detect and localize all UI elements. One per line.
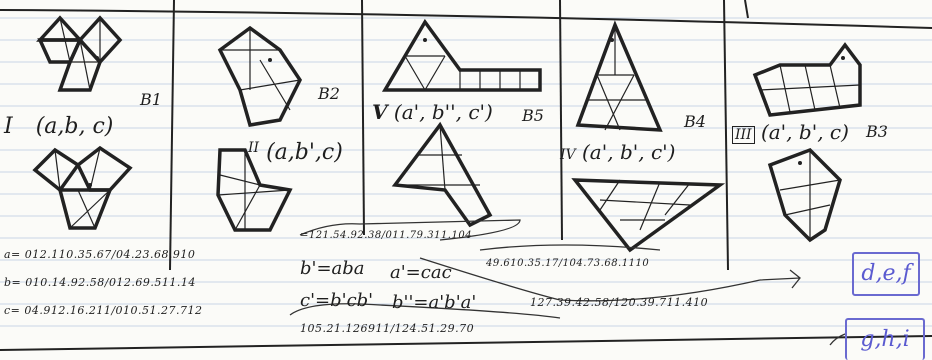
panel-label-ii: II (a,b',c) (248, 140, 343, 165)
roman-numeral: I (4, 114, 13, 139)
box-ghi: g,h,i (845, 318, 925, 360)
panel-label-v: V (a', b'', c') (372, 100, 493, 124)
triple: (a,b',c) (266, 140, 343, 165)
block-label-b1: B1 (140, 90, 162, 109)
relation-b-prime: b'=aba (300, 258, 365, 279)
triple: (a', b'', c') (394, 100, 493, 124)
block-label-b2: B2 (318, 84, 340, 103)
triple: (a', b', c) (761, 120, 849, 144)
relation-c-prime: c'=b'cb' (300, 290, 373, 311)
block-label-b5: B5 (522, 106, 544, 125)
formula-b: b= 010.14.92.58/012.69.511.14 (4, 276, 196, 289)
triple: (a,b, c) (36, 114, 114, 139)
formula-c-prime-line: 105.21.126911/124.51.29.70 (300, 322, 474, 335)
formula-c: c= 04.912.16.211/010.51.27.712 (4, 304, 203, 317)
panel-label-iii: III (a', b', c) (732, 120, 849, 144)
panel-label-iv: IV (a', b', c') (560, 140, 675, 164)
formula-a: a= 012.110.35.67/04.23.68.910 (4, 248, 195, 261)
triple: (a', b', c') (582, 140, 675, 164)
relation-b-double-prime: b''=a'b'a' (392, 292, 476, 313)
formula-a-prime-line: 49.610.35.17/104.73.68.1110 (486, 258, 649, 269)
roman-numeral: III (732, 126, 755, 144)
formula-top-line: =121.54.92.38/011.79.311.104 (300, 230, 472, 241)
relation-a-prime: a'=cac (390, 262, 452, 283)
block-label-b3: B3 (866, 122, 888, 141)
roman-numeral: V (372, 100, 388, 124)
block-label-b4: B4 (684, 112, 706, 131)
box-def: d,e,f (852, 252, 920, 296)
roman-numeral: II (248, 140, 259, 156)
formula-b-double-prime-line: 127.39.42.58/120.39.711.410 (530, 296, 708, 309)
panel-label-i: I (a,b, c) (4, 114, 113, 139)
roman-numeral: IV (560, 147, 576, 163)
